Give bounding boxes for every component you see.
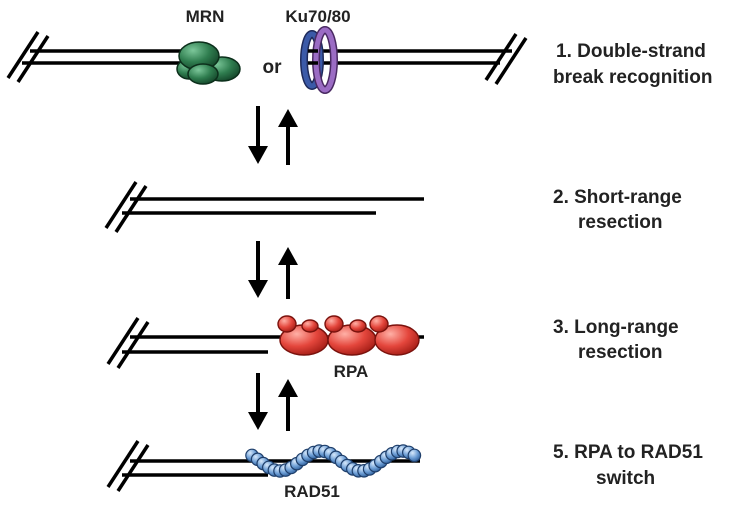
arrow-up-icon — [278, 379, 298, 397]
rpa-label: RPA — [334, 362, 369, 381]
arrow-up-icon — [278, 109, 298, 127]
dna-duplex-left — [6, 31, 195, 83]
or-label: or — [263, 57, 283, 78]
equilibrium-arrows-1-2 — [248, 106, 298, 165]
row-2-short-range-resection: 2. Short-range resection — [104, 181, 682, 233]
arrow-down-icon — [248, 146, 268, 164]
step-1-label-line2: break recognition — [553, 67, 712, 88]
row-1-dsb-recognition: MRN or Ku70/80 1. Double-strand break re… — [6, 7, 712, 94]
row-3-long-range-resection: RPA 3. Long-range resection — [106, 315, 679, 381]
ku70-80-label: Ku70/80 — [285, 7, 350, 26]
dna-short-resection — [104, 181, 424, 233]
ku70-80-ring — [300, 26, 338, 94]
step-4-label-line1: 5. RPA to RAD51 — [553, 442, 703, 463]
arrow-down-icon — [248, 280, 268, 298]
rad51-bead — [407, 448, 422, 463]
equilibrium-arrows-3-5 — [248, 373, 298, 431]
rad51-label: RAD51 — [284, 482, 340, 501]
arrow-up-icon — [278, 247, 298, 265]
step-2-label-line2: resection — [578, 212, 662, 233]
step-2-label-line1: 2. Short-range — [553, 187, 682, 208]
arrow-down-icon — [248, 412, 268, 430]
step-4-label-line2: switch — [596, 468, 655, 489]
mrn-complex — [176, 41, 241, 85]
rad51-filament-beads — [245, 444, 422, 478]
row-4-rpa-to-rad51-switch: RAD51 5. RPA to RAD51 switch — [106, 440, 703, 501]
dna-duplex-right — [320, 33, 528, 85]
rpa-coating — [277, 315, 420, 356]
equilibrium-arrows-2-3 — [248, 241, 298, 299]
step-3-label-line2: resection — [578, 342, 662, 363]
step-1-label-line1: 1. Double-strand — [556, 41, 706, 62]
step-3-label-line1: 3. Long-range — [553, 317, 679, 338]
mrn-label: MRN — [186, 7, 225, 26]
